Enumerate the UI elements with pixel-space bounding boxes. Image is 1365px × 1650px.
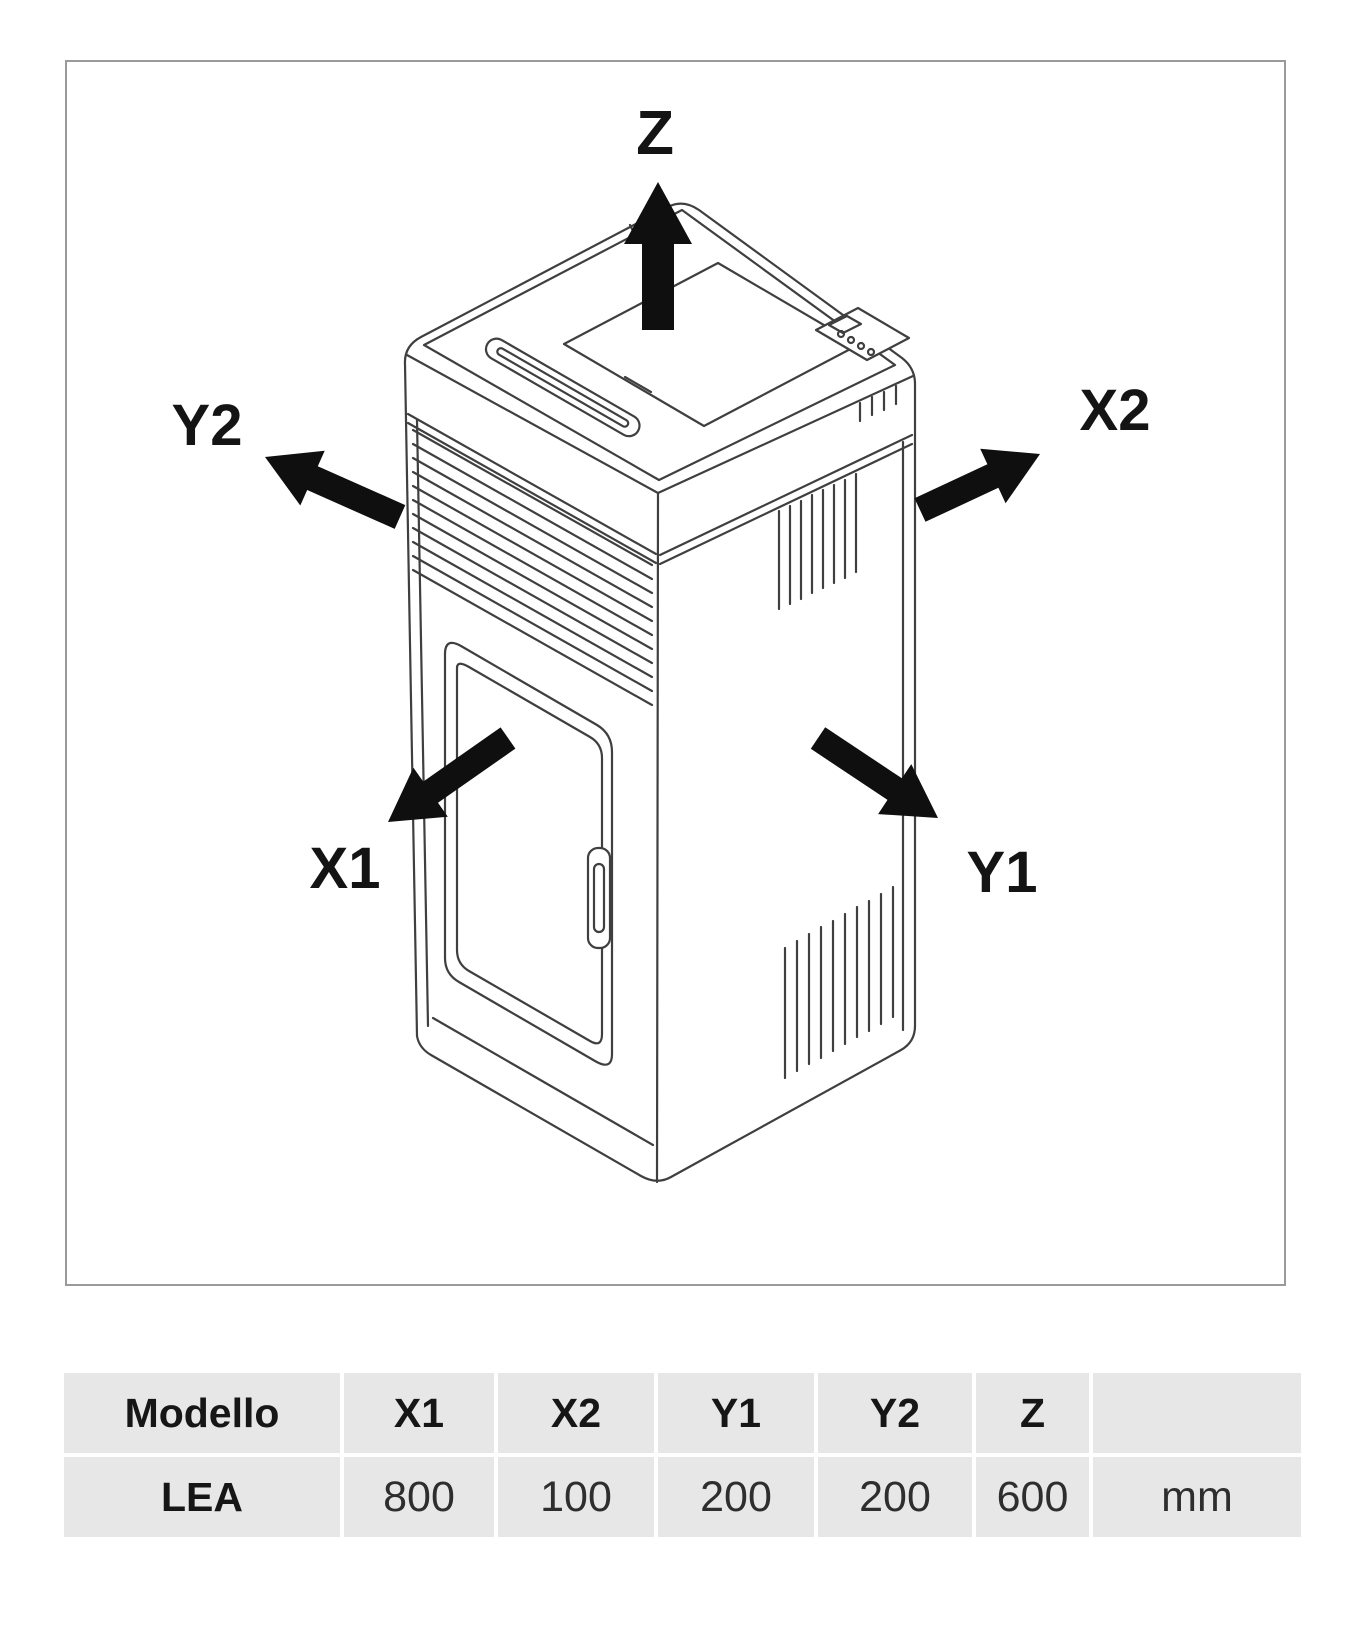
lid-latch-line bbox=[623, 375, 653, 394]
top-handle-slot bbox=[484, 337, 641, 438]
stove-door bbox=[443, 641, 614, 1066]
base-seam bbox=[431, 1016, 655, 1147]
header-cell-x2: X2 bbox=[498, 1373, 654, 1453]
top-rim bbox=[422, 208, 897, 482]
stove-isometric-diagram: Z Y2 X2 X1 Y1 bbox=[172, 99, 1151, 1184]
value-cell-x2: 100 bbox=[498, 1457, 654, 1537]
arrow-z bbox=[624, 182, 692, 330]
clearance-arrows bbox=[265, 182, 1040, 822]
header-cell-unit bbox=[1093, 1373, 1301, 1453]
label-y1: Y1 bbox=[967, 840, 1038, 905]
control-panel bbox=[814, 306, 911, 362]
cap-seam-front bbox=[406, 412, 658, 565]
header-cell-modello: Modello bbox=[64, 1373, 340, 1453]
arrow-x1 bbox=[388, 727, 516, 822]
label-y2: Y2 bbox=[172, 393, 243, 458]
dimensions-table: Modello X1 X2 Y1 Y2 Z LEA 800 100 200 20… bbox=[64, 1373, 1301, 1537]
cap-seam-right bbox=[658, 433, 914, 566]
right-upper-vent-slats bbox=[777, 472, 858, 611]
value-cell-y2: 200 bbox=[818, 1457, 972, 1537]
door-handle bbox=[586, 846, 612, 950]
left-panel-seam bbox=[415, 418, 430, 1028]
header-cell-z: Z bbox=[976, 1373, 1089, 1453]
header-cell-y2: Y2 bbox=[818, 1373, 972, 1453]
arrow-y1 bbox=[810, 727, 938, 818]
arrow-x2 bbox=[914, 448, 1040, 522]
label-z: Z bbox=[636, 99, 674, 168]
axis-labels: Z Y2 X2 X1 Y1 bbox=[172, 99, 1151, 905]
value-cell-y1: 200 bbox=[658, 1457, 814, 1537]
stove-inner-edges bbox=[405, 353, 915, 1184]
front-vent-slats bbox=[411, 428, 654, 707]
value-cell-unit: mm bbox=[1093, 1457, 1301, 1537]
clearance-diagram-frame: Z Y2 X2 X1 Y1 bbox=[65, 60, 1286, 1286]
stove-body bbox=[403, 202, 917, 1184]
value-cell-z: 600 bbox=[976, 1457, 1089, 1537]
label-x1: X1 bbox=[310, 836, 381, 901]
arrow-y2 bbox=[265, 450, 406, 529]
header-cell-y1: Y1 bbox=[658, 1373, 814, 1453]
right-lower-vent-slats bbox=[783, 885, 895, 1080]
label-x2: X2 bbox=[1080, 378, 1151, 443]
header-cell-x1: X1 bbox=[344, 1373, 494, 1453]
value-cell-x1: 800 bbox=[344, 1457, 494, 1537]
value-cell-model: LEA bbox=[64, 1457, 340, 1537]
